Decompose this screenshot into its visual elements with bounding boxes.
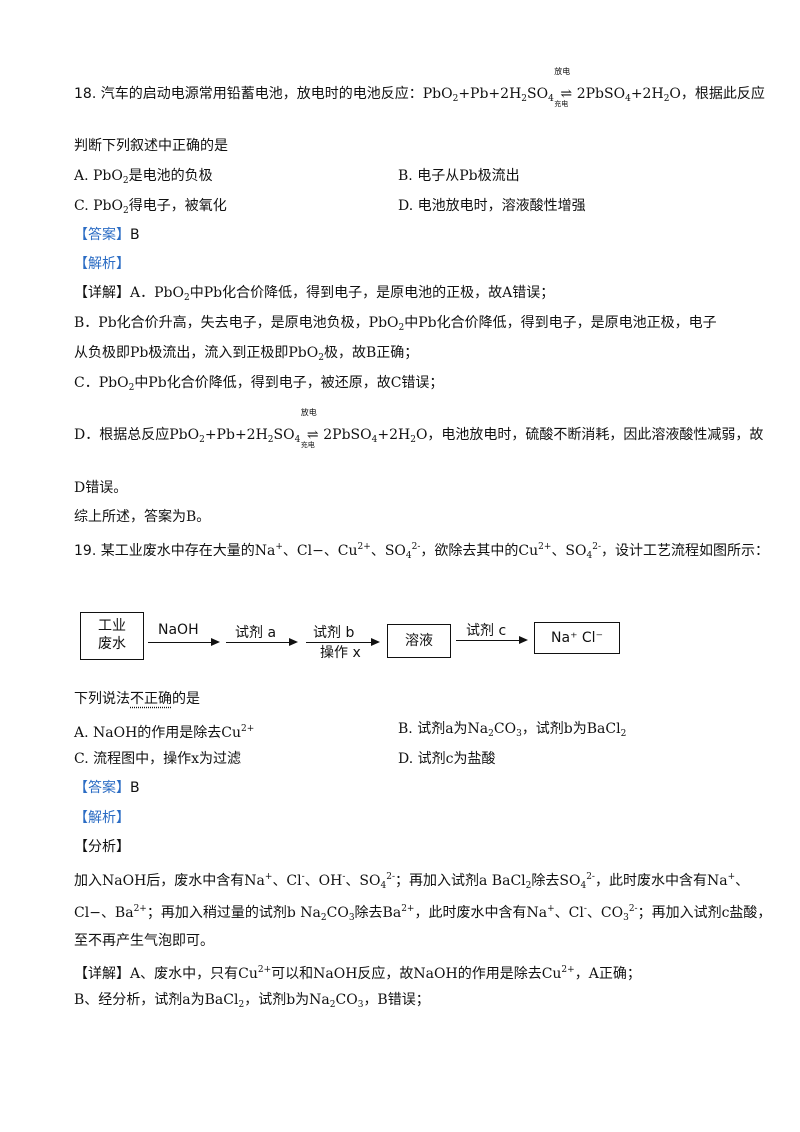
flow-label-operation-x: 操作 x: [320, 645, 361, 661]
q18-stem-line2: 判断下列叙述中正确的是: [74, 138, 228, 154]
q18-option-a: A. PbO2是电池的负极: [74, 168, 213, 186]
reversible-arrow-icon: 放电⇌充电: [300, 408, 319, 449]
q19-option-c: C. 流程图中，操作x为过滤: [74, 751, 242, 767]
q19-detail-1: 【详解】A、废水中，只有Cu2+可以和NaOH反应，故NaOH的作用是除去Cu2…: [74, 965, 641, 982]
q19-option-a: A. NaOH的作用是除去Cu2+: [74, 724, 255, 741]
flow-label-naoh: NaOH: [158, 622, 199, 638]
flow-arrow-4: [456, 635, 528, 644]
flow-label-reagent-a: 试剂 a: [235, 625, 277, 641]
q18-detail-4: C．PbO2中Pb化合价降低，得到电子，被还原，故C错误；: [74, 375, 444, 393]
q18-detail-6: D错误。: [74, 480, 128, 496]
q19-number: 19.: [74, 543, 97, 559]
flow-label-reagent-c: 试剂 c: [466, 623, 507, 639]
flow-arrow-2: [226, 637, 298, 646]
q18-detail-1: 【详解】A．PbO2中Pb化合价降低，得到电子，是原电池的正极，故A错误；: [74, 285, 555, 303]
q18-detail-3: 从负极即Pb极流出，流入到正极即PbO2极，故B正确；: [74, 345, 419, 363]
q19-stem: 19. 某工业废水中存在大量的Na+、Cl−、Cu2+、SO42-，欲除去其中的…: [74, 542, 770, 561]
q19-answer: 【答案】B: [74, 780, 140, 796]
q18-option-b: B. 电子从Pb极流出: [398, 168, 520, 184]
flow-label-reagent-b: 试剂 b: [313, 625, 355, 641]
q18-stem-line1: 18. 汽车的启动电源常用铅蓄电池，放电时的电池反应：PbO2+Pb+2H2SO…: [74, 67, 765, 108]
q19-analysis-label: 【解析】: [74, 810, 130, 826]
q18-option-d: D. 电池放电时，溶液酸性增强: [398, 198, 586, 214]
q18-detail-2: B．Pb化合价升高，失去电子，是原电池负极，PbO2中Pb化合价降低，得到电子，…: [74, 315, 717, 333]
flow-box-solution: 溶液: [387, 624, 451, 658]
q18-detail-5: D．根据总反应PbO2+Pb+2H2SO4 放电⇌充电 2PbSO4+2H2O，…: [74, 408, 764, 449]
q19-analysis-2: Cl−、Ba2+；再加入稍过量的试剂b Na2CO3除去Ba2+，此时废水中含有…: [74, 904, 772, 923]
q19-fenxi-label: 【分析】: [74, 839, 130, 855]
q19-question: 下列说法不正确的是: [74, 691, 200, 707]
q19-option-b: B. 试剂a为Na2CO3，试剂b为BaCl2: [398, 721, 627, 739]
q19-detail-2: B、经分析，试剂a为BaCl2，试剂b为Na2CO3，B错误；: [74, 992, 430, 1010]
q19-analysis-3: 至不再产生气泡即可。: [74, 933, 214, 949]
flow-arrow-3: [306, 637, 380, 646]
reversible-arrow-icon: 放电⇌充电: [554, 67, 572, 108]
q18-analysis-label: 【解析】: [74, 256, 130, 272]
q18-detail-7: 综上所述，答案为B。: [74, 509, 211, 525]
flow-box-industrial-wastewater: 工业废水: [80, 612, 144, 660]
q18-answer: 【答案】B: [74, 227, 140, 243]
flow-box-na-cl: Na⁺ Cl⁻: [534, 622, 620, 654]
q19-option-d: D. 试剂c为盐酸: [398, 751, 496, 767]
q18-option-c: C. PbO2得电子，被氧化: [74, 198, 227, 216]
flow-arrow-1: [148, 637, 220, 646]
q19-analysis-1: 加入NaOH后，废水中含有Na+、Cl-、OH-、SO42-；再加入试剂a Ba…: [74, 872, 750, 891]
q18-number: 18.: [74, 86, 97, 102]
